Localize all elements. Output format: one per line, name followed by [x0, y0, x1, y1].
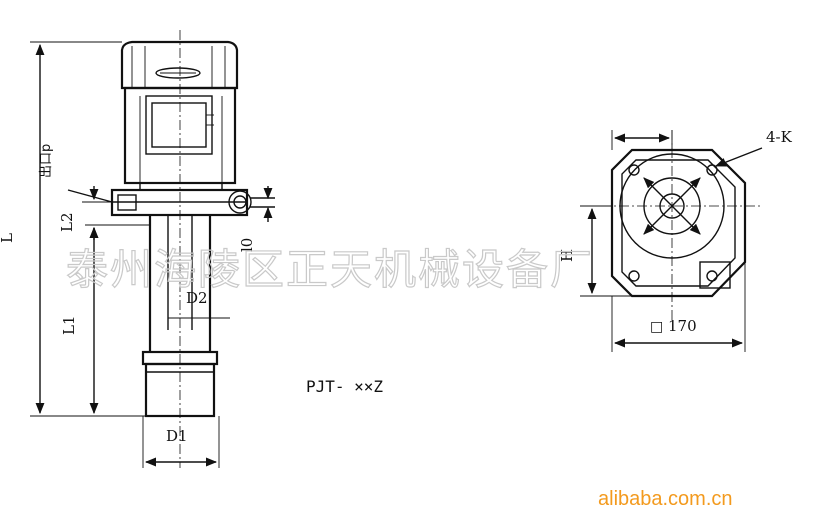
model-label: PJT- ××Z — [306, 377, 383, 396]
outlet-p-label: 出口p — [39, 144, 54, 178]
label-D1: D1 — [166, 427, 188, 445]
dimension-D2: D2 — [168, 289, 230, 319]
company-watermark: 泰州海陵区正天机械设备厂 — [66, 245, 594, 294]
dimension-4K: 4-K — [714, 128, 793, 167]
dimension-170: □ 170 — [611, 262, 746, 352]
pump-side-view — [110, 30, 275, 468]
dimension-H: H — [558, 205, 632, 297]
label-4K: 4-K — [766, 128, 793, 146]
label-D2: D2 — [186, 289, 208, 307]
square-symbol: □ — [650, 319, 663, 335]
alibaba-logo: alibaba.com.cn — [598, 488, 733, 510]
dimension-D1: D1 — [142, 416, 220, 468]
label-H: H — [558, 249, 576, 262]
label-l0: l0 — [238, 238, 256, 252]
label-L: L — [0, 233, 16, 243]
label-170: 170 — [668, 317, 697, 335]
dimension-top-width — [611, 130, 673, 150]
outlet-label: 出口p — [39, 144, 113, 203]
dimension-L: L — [0, 41, 146, 417]
dimension-L2: L2 — [58, 186, 112, 240]
dimension-l0: l0 — [238, 186, 273, 252]
dimension-L1: L1 — [60, 224, 150, 415]
label-L2: L2 — [58, 212, 76, 232]
label-L1: L1 — [60, 315, 78, 335]
